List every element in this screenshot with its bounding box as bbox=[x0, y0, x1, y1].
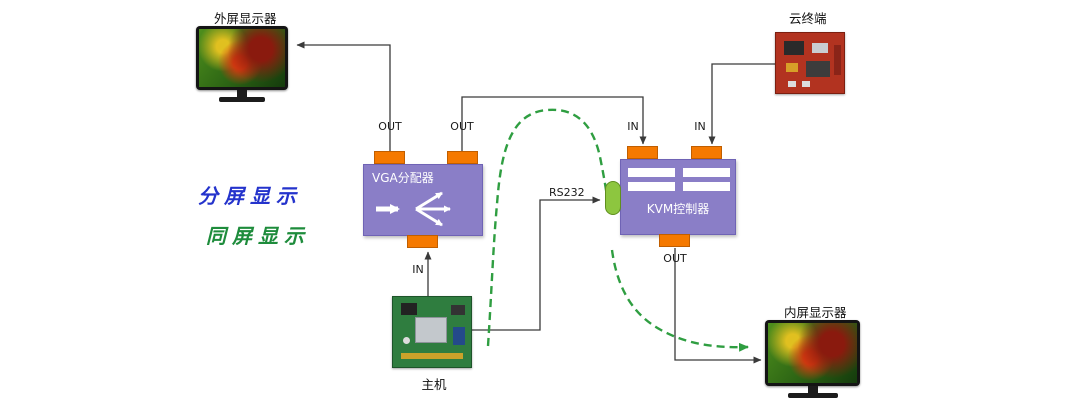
kvm-slot bbox=[683, 182, 730, 191]
kvm-in2-connector bbox=[691, 146, 722, 159]
wire-rs232-host-to-kvm bbox=[471, 196, 601, 331]
split-arrows-icon bbox=[376, 191, 451, 227]
kvm-slot bbox=[683, 168, 730, 177]
cloud-board-chip bbox=[812, 43, 828, 53]
internal-display-screen bbox=[768, 323, 857, 383]
kvm-controller-name: KVM控制器 bbox=[646, 202, 710, 216]
host-slot bbox=[401, 353, 463, 359]
host-port bbox=[453, 327, 465, 345]
host-chip bbox=[401, 303, 417, 315]
same-screen-dashed-path-down bbox=[610, 249, 749, 352]
vga-in-port-label: IN bbox=[412, 263, 424, 276]
cloud-board-chip bbox=[788, 81, 796, 87]
kvm-in1-port-label: IN bbox=[627, 120, 639, 133]
internal-display-monitor-icon bbox=[765, 320, 860, 398]
kvm-in1-connector bbox=[627, 146, 658, 159]
kvm-rs232-port bbox=[605, 181, 621, 215]
kvm-slot bbox=[628, 182, 675, 191]
cloud-terminal-label: 云终端 bbox=[789, 11, 827, 26]
vga-out2-port-label: OUT bbox=[450, 120, 474, 133]
internal-display-label: 内屏显示器 bbox=[784, 305, 847, 320]
cloud-terminal-board-icon bbox=[775, 32, 845, 94]
internal-display-stand-neck bbox=[807, 386, 818, 393]
external-display-label: 外屏显示器 bbox=[214, 11, 277, 26]
host-capacitor bbox=[403, 337, 410, 344]
vga-splitter-name: VGA分配器 bbox=[372, 171, 434, 185]
cloud-board-chip bbox=[806, 61, 830, 77]
same-screen-dashed-path-up bbox=[486, 108, 609, 347]
kvm-controller-box: KVM控制器 bbox=[620, 159, 736, 235]
host-heatsink bbox=[415, 317, 447, 343]
wire-vga-out1-to-external-display bbox=[296, 41, 391, 152]
internal-display-stand-base bbox=[787, 393, 838, 398]
external-display-stand-neck bbox=[237, 90, 247, 97]
host-board-icon bbox=[392, 296, 472, 368]
cloud-board-chip bbox=[786, 63, 798, 72]
same-screen-legend: 同屏显示 bbox=[206, 224, 310, 248]
kvm-out-port-label: OUT bbox=[663, 252, 687, 265]
external-display-screen bbox=[199, 29, 285, 87]
wire-kvm-out-to-internal-display bbox=[674, 248, 762, 364]
kvm-slot bbox=[628, 168, 675, 177]
host-label: 主机 bbox=[421, 377, 447, 392]
external-display-monitor-icon bbox=[196, 26, 288, 102]
cloud-board-chip bbox=[784, 41, 804, 55]
wire-cloud-terminal-to-kvm-in2 bbox=[708, 63, 775, 145]
kvm-out-connector bbox=[659, 234, 690, 247]
external-display-stand-base bbox=[219, 97, 265, 102]
vga-out2-connector bbox=[447, 151, 478, 164]
wire-vga-out2-to-kvm-in1 bbox=[461, 96, 647, 152]
vga-out1-connector bbox=[374, 151, 405, 164]
host-chip bbox=[451, 305, 465, 315]
cloud-board-chip bbox=[802, 81, 810, 87]
rs232-label: RS232 bbox=[549, 186, 585, 199]
kvm-in2-port-label: IN bbox=[694, 120, 706, 133]
vga-in-connector bbox=[407, 235, 438, 248]
internal-display-frame bbox=[765, 320, 860, 386]
external-display-frame bbox=[196, 26, 288, 90]
cloud-board-edge bbox=[834, 45, 841, 75]
vga-splitter-box: VGA分配器 bbox=[363, 164, 483, 236]
split-screen-legend: 分屏显示 bbox=[198, 184, 302, 208]
vga-out1-port-label: OUT bbox=[378, 120, 402, 133]
